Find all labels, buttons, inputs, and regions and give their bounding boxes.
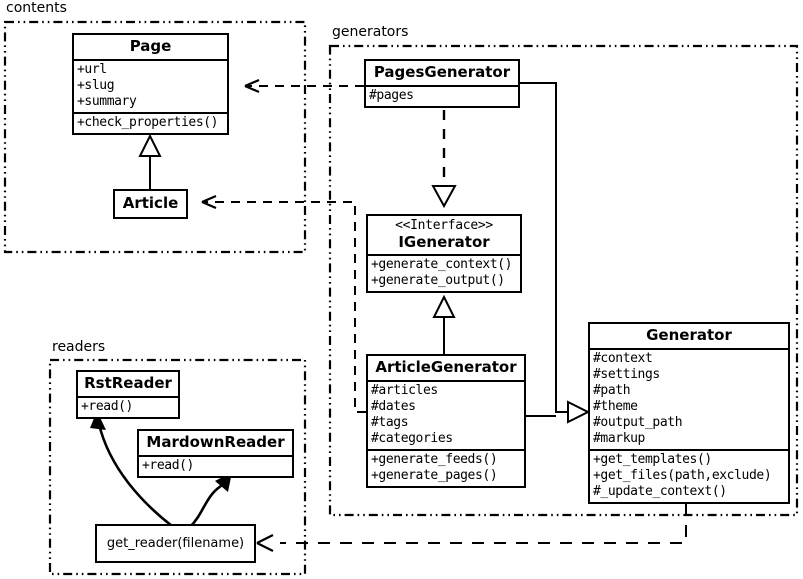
attribute-item: #articles bbox=[371, 382, 438, 398]
attribute-item: #markup bbox=[593, 430, 645, 446]
class-name-igenerator: IGenerator bbox=[398, 232, 490, 251]
class-title-rst-reader: RstReader bbox=[84, 374, 172, 392]
class-box-rst-reader[interactable]: RstReader +read() bbox=[76, 370, 180, 419]
method-item: +get_files(path,exclude) bbox=[593, 467, 772, 483]
methods-compartment-generator: +get_templates() +get_files(path,exclude… bbox=[590, 451, 788, 502]
attribute-item: #tags bbox=[371, 414, 409, 430]
methods-compartment-article-generator: +generate_feeds() +generate_pages() bbox=[368, 451, 524, 486]
method-item: +generate_pages() bbox=[371, 467, 498, 483]
class-title-generator: Generator bbox=[646, 326, 732, 344]
attribute-item: #output_path bbox=[593, 414, 683, 430]
method-item: +read() bbox=[81, 398, 133, 414]
methods-compartment-page: +check_properties() bbox=[74, 114, 227, 133]
attribute-item: #path bbox=[593, 382, 631, 398]
relation-articlegenerator-depends-article bbox=[201, 194, 366, 413]
class-box-article[interactable]: Article bbox=[113, 189, 188, 219]
method-item: +get_templates() bbox=[593, 451, 712, 467]
relation-article-inherits-page bbox=[138, 133, 162, 190]
function-box-get-reader[interactable]: get_reader(filename) bbox=[95, 524, 256, 563]
attribute-item: #theme bbox=[593, 398, 638, 414]
attributes-compartment-pages-generator: #pages bbox=[366, 87, 518, 106]
package-label-readers: readers bbox=[50, 339, 108, 355]
method-item: +generate_output() bbox=[371, 273, 505, 289]
attribute-item: #pages bbox=[369, 87, 414, 103]
method-item: +generate_context() bbox=[371, 257, 513, 273]
class-box-page[interactable]: Page +url +slug +summary +check_properti… bbox=[72, 33, 229, 135]
method-item: #_update_context() bbox=[593, 483, 727, 499]
class-title-page: Page bbox=[129, 37, 172, 55]
class-title-igenerator: <<Interface>> IGenerator bbox=[368, 216, 520, 254]
attribute-item: +summary bbox=[77, 93, 137, 109]
class-box-mardown-reader[interactable]: MardownReader +read() bbox=[137, 429, 294, 478]
class-title-article: Article bbox=[122, 194, 179, 212]
attributes-compartment-generator: #context #settings #path #theme #output_… bbox=[590, 350, 788, 449]
attributes-compartment-article-generator: #articles #dates #tags #categories bbox=[368, 382, 524, 449]
attribute-item: +url bbox=[77, 61, 107, 77]
attributes-compartment-page: +url +slug +summary bbox=[74, 61, 227, 112]
methods-compartment-mardown-reader: +read() bbox=[139, 457, 292, 476]
relation-pagesgenerator-realizes-igenerator bbox=[431, 110, 457, 209]
methods-compartment-rst-reader: +read() bbox=[78, 398, 178, 417]
class-title-mardown-reader: MardownReader bbox=[146, 433, 285, 451]
relation-generators-inherit-generator bbox=[520, 82, 591, 424]
relation-generator-depends-get-reader bbox=[256, 503, 687, 552]
class-box-igenerator[interactable]: <<Interface>> IGenerator +generate_conte… bbox=[366, 214, 522, 294]
class-box-pages-generator[interactable]: PagesGenerator #pages bbox=[364, 59, 520, 108]
class-stereotype-igenerator: <<Interface>> bbox=[395, 218, 493, 233]
attribute-item: #context bbox=[593, 350, 653, 366]
method-item: +check_properties() bbox=[77, 114, 219, 130]
methods-compartment-igenerator: +generate_context() +generate_output() bbox=[368, 256, 520, 291]
package-label-contents: contents bbox=[4, 0, 69, 16]
relation-pagesgenerator-depends-page bbox=[244, 78, 364, 94]
class-title-pages-generator: PagesGenerator bbox=[373, 63, 511, 81]
function-label-get-reader: get_reader(filename) bbox=[106, 536, 245, 551]
attribute-item: +slug bbox=[77, 77, 115, 93]
attribute-item: #dates bbox=[371, 398, 416, 414]
class-box-generator[interactable]: Generator #context #settings #path #them… bbox=[588, 322, 790, 504]
attribute-item: #settings bbox=[593, 366, 660, 382]
class-box-article-generator[interactable]: ArticleGenerator #articles #dates #tags … bbox=[366, 354, 526, 488]
method-item: +generate_feeds() bbox=[371, 451, 498, 467]
relation-articlegenerator-inherits-igenerator bbox=[432, 294, 456, 354]
class-title-article-generator: ArticleGenerator bbox=[375, 358, 517, 376]
method-item: +read() bbox=[142, 457, 194, 473]
package-label-generators: generators bbox=[330, 24, 411, 40]
attribute-item: #categories bbox=[371, 430, 453, 446]
relation-get-reader-returns-mardownreader bbox=[189, 472, 232, 528]
